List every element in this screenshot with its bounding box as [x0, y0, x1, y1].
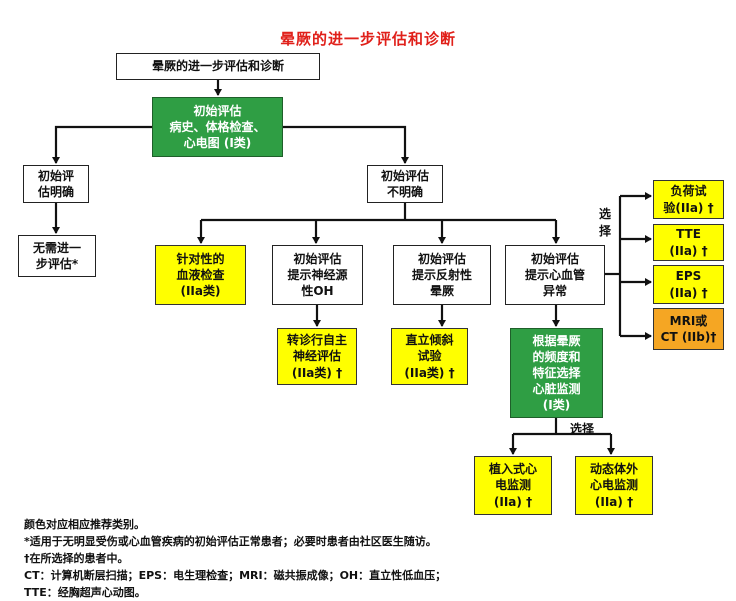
node-autonomic-referral: 转诊行自主 神经评估 (IIa类) †	[277, 328, 357, 385]
node-neurogenic-oh: 初始评估 提示神经源 性OH	[272, 245, 363, 305]
node-eps: EPS (IIa) †	[653, 265, 724, 304]
node-ambulatory-monitor: 动态体外 心电监测 (IIa) †	[575, 456, 653, 515]
legend-line-asterisk: *适用于无明显受伤或心血管疾病的初始评估正常患者；必要时患者由社区医生随访。	[24, 535, 437, 549]
node-reflex-syncope: 初始评估 提示反射性 晕厥	[393, 245, 491, 305]
legend-notes: 颜色对应相应推荐类别。 *适用于无明显受伤或心血管疾病的初始评估正常患者；必要时…	[24, 516, 446, 601]
node-no-further-evaluation: 无需进一 步评估*	[18, 235, 96, 277]
node-tilt-table-test: 直立倾斜 试验 (IIa类) †	[391, 328, 468, 385]
diagram-title: 晕厥的进一步评估和诊断	[279, 30, 456, 48]
node-cardiovascular-abnormality: 初始评估 提示心血管 异常	[505, 245, 605, 305]
node-mri-ct: MRI或 CT (IIb)†	[653, 308, 724, 350]
node-implantable-monitor: 植入式心 电监测 (IIa) †	[474, 456, 552, 515]
legend-line-tte: TTE：经胸超声心动图。	[24, 586, 146, 600]
node-stress-test: 负荷试 验(IIa) †	[653, 180, 724, 219]
legend-line-colors: 颜色对应相应推荐类别。	[24, 518, 145, 531]
node-tte: TTE (IIa) †	[653, 224, 724, 261]
node-initial-clear: 初始评 估明确	[23, 165, 89, 203]
label-choose-monitor: 选择	[570, 422, 595, 436]
legend-line-abbreviations: CT：计算机断层扫描；EPS：电生理检查；MRI：磁共振成像；OH：直立性低血压…	[24, 569, 447, 583]
node-initial-evaluation: 初始评估 病史、体格检查、 心电图 (I类)	[152, 97, 283, 157]
label-choose-tests: 选 择	[599, 207, 612, 239]
node-further-evaluation: 晕厥的进一步评估和诊断	[116, 53, 320, 80]
node-blood-tests: 针对性的 血液检查 (IIa类)	[155, 245, 246, 305]
node-initial-unclear: 初始评估 不明确	[367, 165, 443, 203]
node-cardiac-monitoring: 根据晕厥 的频度和 特征选择 心脏监测 (I类)	[510, 328, 603, 418]
legend-line-dagger: †在所选择的患者中。	[24, 552, 129, 566]
